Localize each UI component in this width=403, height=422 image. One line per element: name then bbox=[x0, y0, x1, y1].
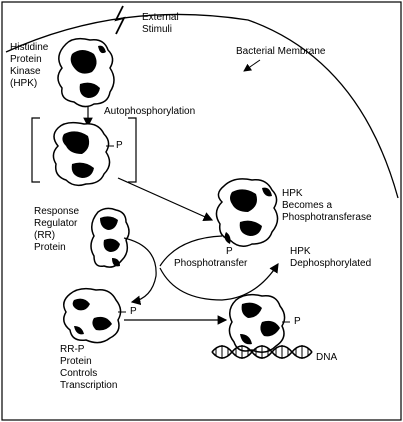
transfer-p-label: P bbox=[226, 246, 233, 257]
bracket-p-label: P bbox=[116, 140, 123, 151]
bracket-right bbox=[128, 117, 137, 183]
dna-p-label: P bbox=[294, 316, 301, 327]
dna-label: DNA bbox=[316, 352, 338, 363]
to-phosphotransferase-arrow bbox=[117, 177, 214, 221]
hpk-phosphotransferase-label: HPK Becomes a Phosphotransferase bbox=[282, 188, 372, 223]
hpk-phosphorylated-protein bbox=[52, 121, 114, 187]
bracket-left bbox=[31, 117, 40, 183]
dna-helix bbox=[211, 345, 313, 359]
rrp-protein-label: RR-P Protein Controls Transcription bbox=[60, 344, 118, 391]
phosphotransfer-loop-top bbox=[159, 235, 223, 267]
dna-bound-protein bbox=[228, 293, 290, 353]
hpk-phosphotransferase-protein bbox=[215, 178, 279, 247]
rr-to-rrp-arrow bbox=[123, 237, 157, 306]
rrp-protein bbox=[63, 287, 126, 344]
hpk-label: Histidine Protein Kinase (HPK) bbox=[10, 42, 49, 89]
phosphotransfer-loop-bottom bbox=[159, 262, 279, 301]
phosphotransfer-label: Phosphotransfer bbox=[174, 258, 248, 269]
bacterial-membrane-label: Bacterial Membrane bbox=[236, 46, 326, 57]
lightning-bolt-icon bbox=[114, 5, 126, 35]
rrp-p-label: P bbox=[130, 306, 137, 317]
external-stimuli-label: External Stimuli bbox=[142, 12, 179, 35]
hpk-protein bbox=[57, 37, 115, 108]
autophosphorylation-label: Autophosphorylation bbox=[104, 106, 196, 117]
rr-protein bbox=[90, 207, 130, 268]
membrane-label-arrow bbox=[243, 59, 261, 72]
hpk-dephosphorylated-label: HPK Dephosphorylated bbox=[290, 246, 372, 269]
bacterial-membrane bbox=[5, 13, 399, 199]
response-regulator-label: Response Regulator (RR) Protein bbox=[34, 206, 80, 253]
